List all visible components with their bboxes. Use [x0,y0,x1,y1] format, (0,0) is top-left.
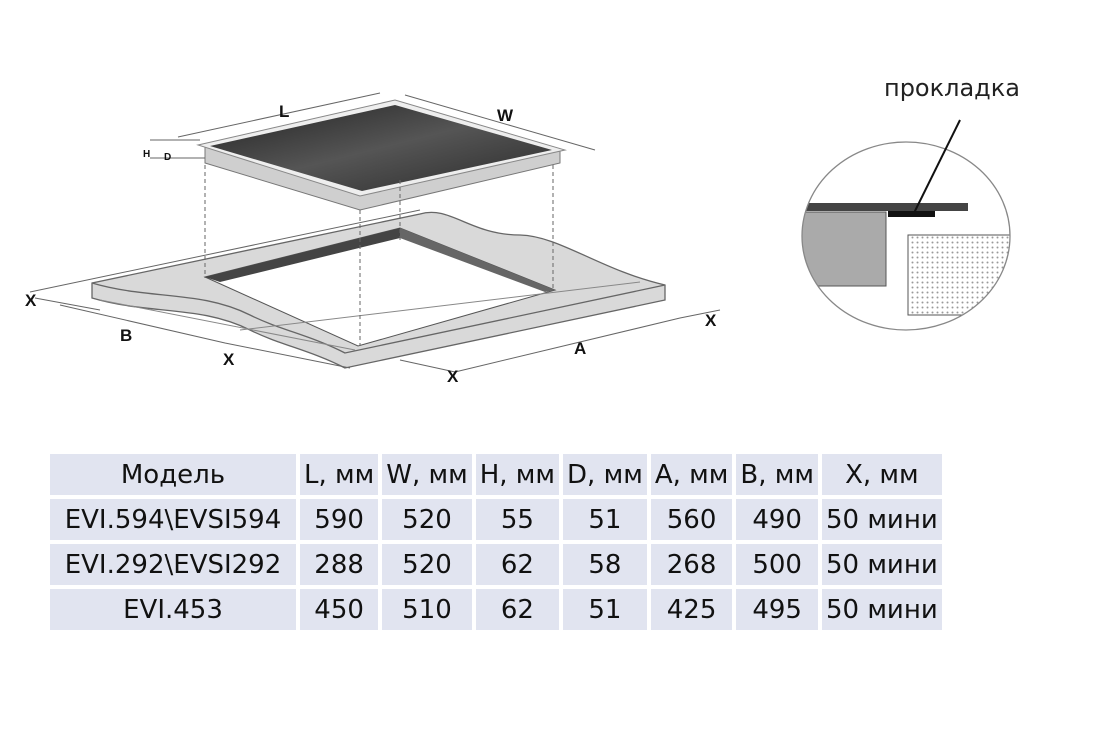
gasket-detail [801,119,1011,331]
cell: 450 [300,589,379,630]
header-cell: H, мм [475,454,560,495]
cell: 51 [563,499,647,540]
cell: 55 [475,499,560,540]
label-L: L [279,102,289,121]
cell: 495 [736,589,818,630]
dimensions-table: Модель L, мм W, мм H, мм D, мм A, мм B, … [46,450,946,634]
cell: 50 мини [821,589,942,630]
cell: 62 [475,589,560,630]
cell: 425 [650,589,733,630]
cell: EVI.453 [50,589,296,630]
table-row: EVI.594\EVSI594 590 520 55 51 560 490 50… [50,499,942,540]
label-X-bottom: X [447,367,459,386]
cell: 288 [300,544,379,585]
cell: 520 [382,544,472,585]
cell: 490 [736,499,818,540]
header-cell: B, мм [736,454,818,495]
header-cell: Модель [50,454,296,495]
cell: 58 [563,544,647,585]
label-X-bottom-left: X [223,350,235,369]
label-D: D [164,152,171,163]
label-X-right: X [705,311,717,330]
label-H: H [143,149,150,160]
header-cell: L, мм [300,454,379,495]
cell: 510 [382,589,472,630]
installation-diagram: L W H D X B X X A X [25,92,1011,386]
cell: 51 [563,589,647,630]
cell: 500 [736,544,818,585]
table-row: EVI.453 450 510 62 51 425 495 50 мини [50,589,942,630]
label-A: A [574,339,586,358]
table-row: EVI.292\EVSI292 288 520 62 58 268 500 50… [50,544,942,585]
cell: 50 мини [821,499,942,540]
hob [196,99,567,211]
label-W: W [497,106,514,125]
label-X-left: X [25,291,37,310]
header-cell: D, мм [563,454,647,495]
gasket-label: прокладка [884,74,1020,102]
header-cell: X, мм [821,454,942,495]
projection-lines [204,165,554,346]
cell: 520 [382,499,472,540]
cell: EVI.292\EVSI292 [50,544,296,585]
dimension-lines [29,92,721,373]
header-cell: W, мм [382,454,472,495]
table-header-row: Модель L, мм W, мм H, мм D, мм A, мм B, … [50,454,942,495]
cell: EVI.594\EVSI594 [50,499,296,540]
label-B: B [120,326,132,345]
countertop [91,211,666,369]
header-cell: A, мм [650,454,733,495]
cell: 62 [475,544,560,585]
cell: 560 [650,499,733,540]
cell: 268 [650,544,733,585]
cell: 590 [300,499,379,540]
cell: 50 мини [821,544,942,585]
